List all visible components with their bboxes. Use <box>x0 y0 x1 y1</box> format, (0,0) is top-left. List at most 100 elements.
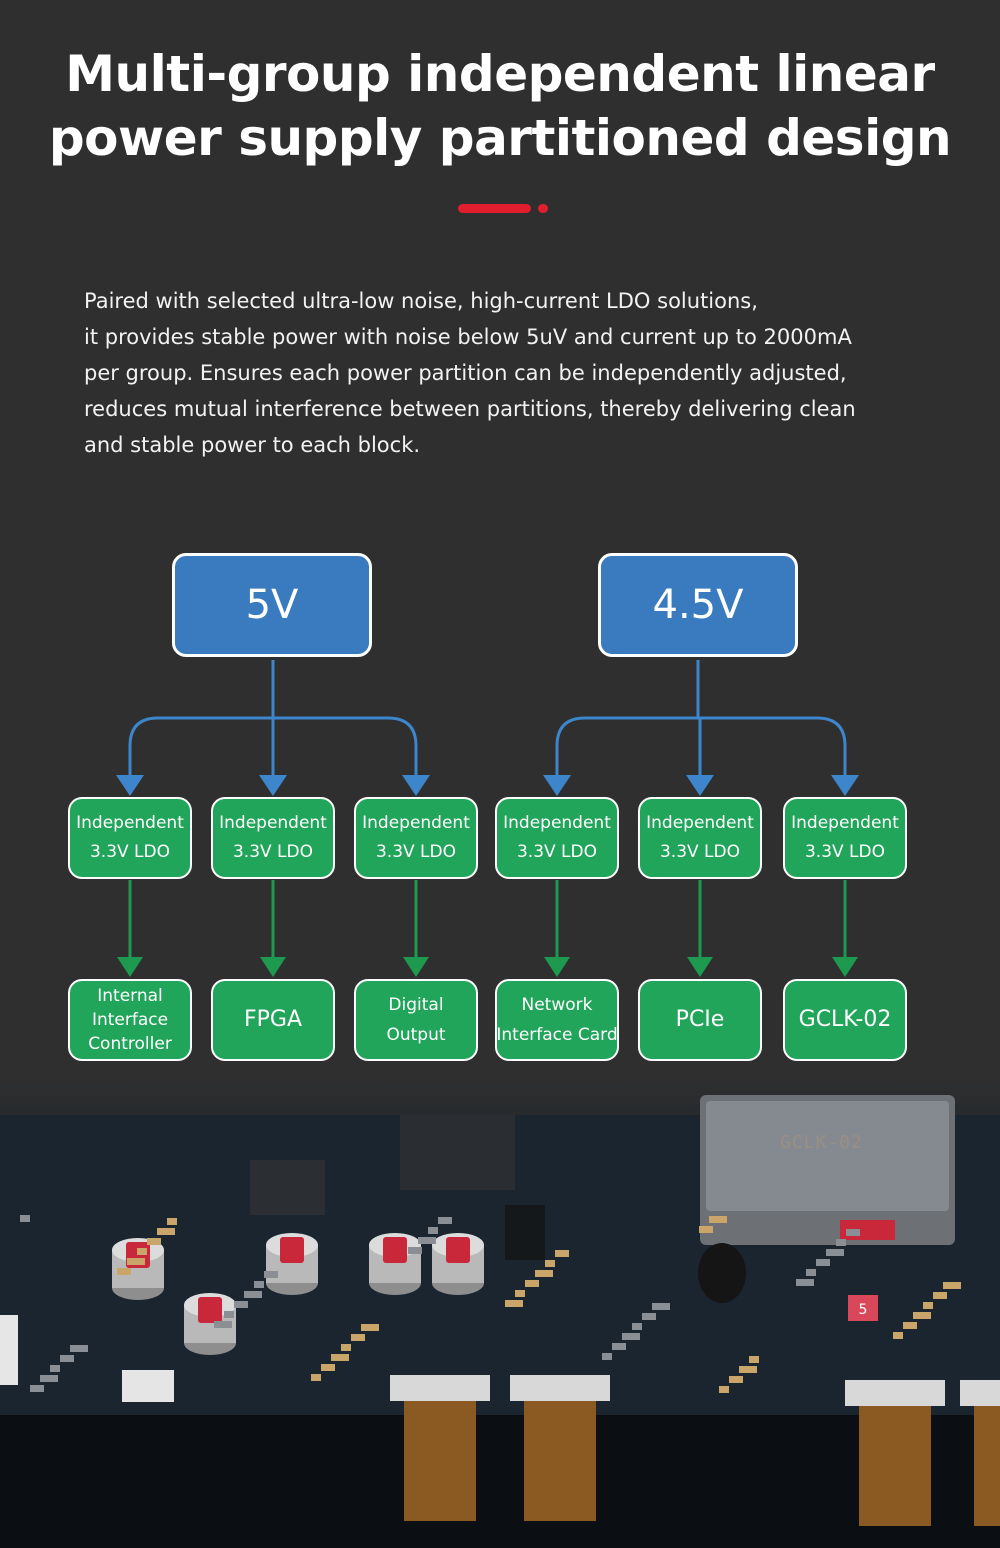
ldo-box: Independent 3.3V LDO <box>68 797 192 879</box>
smd-component <box>555 1250 569 1257</box>
smd-component <box>525 1280 539 1287</box>
side-connector <box>0 1315 18 1385</box>
source-label: 5V <box>245 582 299 628</box>
target-label: Controller <box>88 1034 172 1054</box>
source-4-5v: 4.5V <box>598 553 798 657</box>
capacitor-sleeve <box>383 1237 407 1263</box>
smd-component <box>167 1218 177 1225</box>
smd-component <box>806 1269 816 1276</box>
white-connector <box>122 1370 174 1402</box>
accent-bar <box>458 204 531 213</box>
connector-layer <box>116 660 859 977</box>
ribbon-cable <box>859 1406 931 1526</box>
smd-component <box>632 1323 642 1330</box>
description-line: it provides stable power with noise belo… <box>84 325 852 349</box>
ribbon-connector <box>390 1375 490 1401</box>
smd-component <box>602 1353 612 1360</box>
smd-component <box>438 1217 452 1224</box>
ldo-label-line1: Independent <box>219 813 327 833</box>
capacitor-sleeve <box>198 1297 222 1323</box>
target-network-interface-card: Network Interface Card <box>495 979 619 1061</box>
ldo-label-line1: Independent <box>362 813 470 833</box>
ldo-label-line2: 3.3V LDO <box>89 842 170 862</box>
smd-component <box>20 1215 30 1222</box>
smd-component <box>796 1279 814 1286</box>
target-label: Output <box>386 1025 446 1045</box>
target-digital-output: Digital Output <box>354 979 478 1061</box>
ribbon-cable <box>524 1401 596 1521</box>
target-label: Network <box>521 995 593 1015</box>
smd-component <box>311 1374 321 1381</box>
capacitor-sleeve <box>446 1237 470 1263</box>
smd-component <box>244 1291 262 1298</box>
chip <box>250 1160 325 1215</box>
green-arrowhead <box>403 957 429 977</box>
ldo-label-line1: Independent <box>76 813 184 833</box>
smd-component <box>836 1239 846 1246</box>
ldo-box: Independent 3.3V LDO <box>211 797 335 879</box>
pcb-illustration: 5 <box>0 1095 1000 1548</box>
green-arrowhead <box>117 957 143 977</box>
board-edge <box>0 1415 1000 1548</box>
ldo-box: Independent 3.3V LDO <box>354 797 478 879</box>
chip <box>505 1205 545 1260</box>
target-label: PCIe <box>675 1007 725 1032</box>
smd-component <box>749 1356 759 1363</box>
smd-component <box>913 1312 931 1319</box>
ldo-box: Independent 3.3V LDO <box>783 797 907 879</box>
smd-component <box>923 1302 933 1309</box>
metal-shield-top <box>706 1101 949 1211</box>
smd-component <box>642 1313 656 1320</box>
power-diagram: 5V 4.5V Independent 3.3V LDO Independent… <box>0 540 1000 1080</box>
green-arrowhead <box>687 957 713 977</box>
smd-component <box>816 1259 830 1266</box>
smd-component <box>418 1237 436 1244</box>
target-internal-interface-controller: Internal Interface Controller <box>68 979 192 1061</box>
pcb-photo: 5 GCLK-02 <box>0 1075 1000 1548</box>
smd-component <box>826 1249 844 1256</box>
target-label: Interface <box>91 1010 169 1030</box>
target-label: Digital <box>388 995 444 1015</box>
smd-component <box>341 1344 351 1351</box>
chip <box>400 1115 515 1190</box>
ribbon-cable <box>404 1401 476 1521</box>
green-arrowhead <box>832 957 858 977</box>
smd-component <box>30 1385 44 1392</box>
ldo-box: Independent 3.3V LDO <box>495 797 619 879</box>
smd-component <box>351 1334 365 1341</box>
ldo-label-line2: 3.3V LDO <box>232 842 313 862</box>
ldo-label-line2: 3.3V LDO <box>804 842 885 862</box>
ldo-box: Independent 3.3V LDO <box>638 797 762 879</box>
green-arrowhead <box>260 957 286 977</box>
smd-component <box>321 1364 335 1371</box>
smd-component <box>612 1343 626 1350</box>
ldo-label-line1: Independent <box>503 813 611 833</box>
accent-dot <box>538 204 548 213</box>
description: Paired with selected ultra-low noise, hi… <box>84 283 914 463</box>
target-label: Internal <box>97 986 163 1006</box>
red-component <box>848 1295 878 1321</box>
ldo-label-line1: Independent <box>791 813 899 833</box>
title-line-2: power supply partitioned design <box>48 109 952 167</box>
smd-component <box>60 1355 74 1362</box>
source-5v: 5V <box>172 553 372 657</box>
smd-component <box>535 1270 553 1277</box>
smd-component <box>846 1229 860 1236</box>
target-label: GCLK-02 <box>798 1007 892 1032</box>
smd-component <box>622 1333 640 1340</box>
blue-arrowhead <box>116 775 144 796</box>
target-label: FPGA <box>243 1007 303 1032</box>
smd-component <box>157 1228 175 1235</box>
ribbon-connector <box>960 1380 1000 1406</box>
target-label: Interface Card <box>496 1025 618 1045</box>
smd-component <box>40 1375 58 1382</box>
title-line-1: Multi-group independent linear <box>65 45 935 103</box>
black-capacitor <box>698 1243 746 1303</box>
green-arrowhead <box>544 957 570 977</box>
blue-arrowhead <box>543 775 571 796</box>
blue-arrowhead <box>831 775 859 796</box>
smd-component <box>214 1321 232 1328</box>
blue-arrowhead <box>402 775 430 796</box>
ldo-label-line1: Independent <box>646 813 754 833</box>
description-line: per group. Ensures each power partition … <box>84 361 847 385</box>
